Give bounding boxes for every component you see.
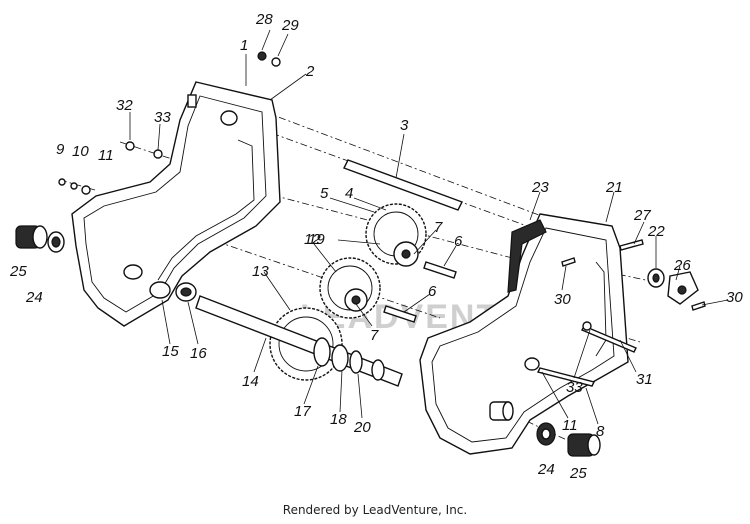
callout-20: 20 <box>353 419 371 436</box>
callout-19: 19 <box>308 231 325 248</box>
callout-11a: 11 <box>98 147 114 164</box>
lower-axle-shaft <box>195 295 403 387</box>
callout-27: 27 <box>633 207 651 224</box>
upper-shaft <box>343 159 463 211</box>
bearings <box>15 225 601 457</box>
callout-16: 16 <box>190 345 207 362</box>
callout-11b: 11 <box>562 417 578 434</box>
callout-26: 26 <box>673 257 691 274</box>
left-chain-case <box>71 81 281 327</box>
callout-2: 2 <box>305 63 315 80</box>
callout-13: 13 <box>252 263 269 280</box>
footer-credit: Rendered by LeadVenture, Inc. <box>282 503 468 517</box>
callout-22: 22 <box>647 223 665 240</box>
callout-25a: 25 <box>9 263 27 280</box>
callout-10: 10 <box>72 143 89 160</box>
callout-6a: 6 <box>454 233 463 250</box>
middle-sprocket <box>319 257 381 319</box>
callout-24b: 24 <box>537 461 555 478</box>
callout-7a: 7 <box>434 219 443 236</box>
callout-15: 15 <box>162 343 179 360</box>
callout-17: 17 <box>294 403 311 420</box>
callout-8: 8 <box>596 423 605 440</box>
callout-29: 29 <box>281 17 299 34</box>
callout-1: 1 <box>240 37 248 54</box>
callout-12: 12 <box>304 231 321 248</box>
callout-33b: 33 <box>566 379 583 396</box>
callout-labels: 1 2 3 4 5 6 6 7 7 8 9 10 11 11 12 13 14 … <box>9 11 743 482</box>
callout-6b: 6 <box>428 283 437 300</box>
left-hardware <box>58 51 281 195</box>
callout-23: 23 <box>531 179 549 196</box>
upper-sprocket <box>365 203 427 267</box>
callout-21: 21 <box>605 179 623 196</box>
callout-31: 31 <box>636 371 653 388</box>
callout-28: 28 <box>255 11 273 28</box>
callout-30b: 30 <box>726 289 743 306</box>
pins <box>383 261 457 323</box>
callout-14: 14 <box>242 373 259 390</box>
callout-25b: 25 <box>569 465 587 482</box>
callout-24a: 24 <box>25 289 43 306</box>
callout-9: 9 <box>56 141 65 158</box>
callout-4: 4 <box>345 185 353 202</box>
callout-18: 18 <box>330 411 347 428</box>
callout-30a: 30 <box>554 291 571 308</box>
right-chain-case <box>419 213 629 455</box>
callout-5: 5 <box>320 185 329 202</box>
callout-33a: 33 <box>154 109 171 126</box>
leader-lines <box>129 29 729 425</box>
callout-32: 32 <box>116 97 133 114</box>
callout-3: 3 <box>400 117 409 134</box>
callout-7b: 7 <box>370 327 379 344</box>
